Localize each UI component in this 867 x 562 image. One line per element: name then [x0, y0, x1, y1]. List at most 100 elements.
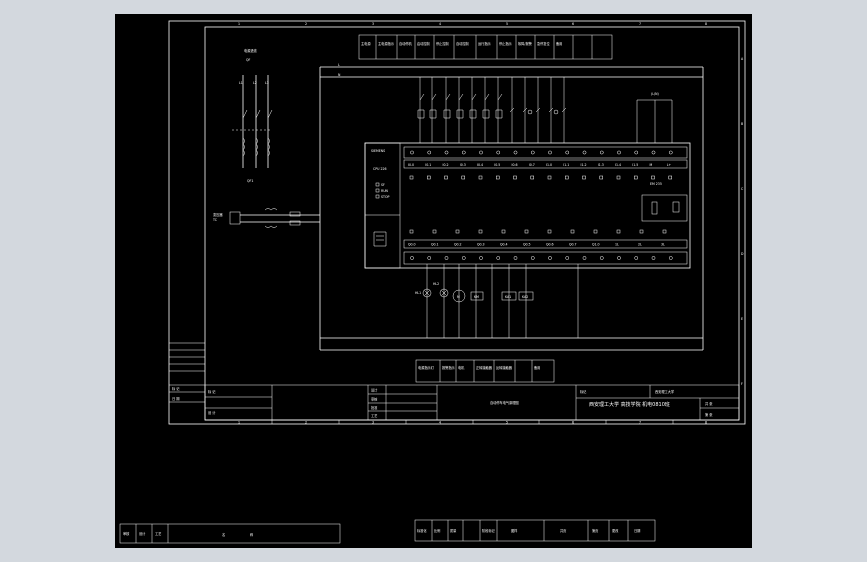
svg-text:SF: SF	[381, 183, 385, 187]
plc-input-terminal	[530, 150, 535, 155]
svg-text:L3: L3	[265, 81, 269, 85]
plc-input-led	[565, 175, 569, 180]
plc-output-led	[478, 229, 483, 234]
tb-title-label: 标记	[580, 389, 587, 394]
svg-text:E: E	[741, 317, 743, 321]
bus-lines: L N	[319, 63, 704, 351]
plc-input-led	[651, 175, 655, 180]
top-header-9: 急停复位	[537, 41, 551, 46]
svg-text:比例: 比例	[434, 528, 440, 533]
load-hl2: HL2	[433, 282, 439, 286]
svg-text:8: 8	[705, 22, 707, 26]
left-label-date: 日 期	[172, 396, 179, 401]
plc-brand: SIEMENS	[371, 149, 385, 153]
plc-input-terminal	[651, 150, 656, 155]
plc-output-led	[662, 229, 667, 234]
plc-output-label: Q0.2	[454, 243, 462, 247]
load-km: KM	[474, 295, 479, 299]
svg-text:6: 6	[572, 22, 574, 26]
transformer: 变压器 TC	[212, 208, 320, 228]
svg-text:7: 7	[639, 22, 641, 26]
plc-input-terminal	[668, 150, 673, 155]
plc-input-terminal	[599, 150, 604, 155]
frame-num-8: 8	[705, 421, 707, 425]
plc-input-label: I0.7	[529, 163, 535, 167]
bottom-header-5: 备用	[534, 365, 540, 370]
plc-input-label: I1.4	[615, 163, 621, 167]
svg-text:工艺: 工艺	[155, 531, 161, 536]
svg-text:B: B	[741, 122, 743, 126]
plc-output-label: Q0.7	[569, 243, 577, 247]
svg-text:4: 4	[439, 22, 441, 26]
bottom-strip-left: 审核 设计 工艺 名 称	[119, 523, 341, 544]
plc-output-terminal	[461, 256, 466, 260]
top-header-10: 备用	[556, 41, 562, 46]
tb-row-review: 审核	[371, 397, 378, 402]
plc-input-led	[599, 175, 603, 180]
plc-output-led	[593, 229, 598, 234]
plc-module-label: EM 235	[650, 182, 662, 186]
svg-text:称: 称	[250, 532, 254, 537]
plc-input-label: I0.4	[477, 163, 483, 167]
svg-text:第页: 第页	[592, 528, 598, 533]
plc-input-led	[444, 175, 448, 180]
plc-output-terminal	[410, 256, 414, 260]
bottom-header-2: 电机	[458, 365, 465, 370]
svg-text:1: 1	[238, 22, 240, 26]
svg-text:L1: L1	[239, 81, 243, 85]
plc-input-label: I0.3	[460, 163, 466, 167]
plc-input-led	[513, 175, 517, 180]
svg-text:STOP: STOP	[381, 195, 389, 199]
power-sublabel: QF	[246, 58, 251, 62]
plc-top-label: (L/N)	[651, 92, 659, 96]
svg-text:图样: 图样	[511, 528, 518, 533]
plc-input-label: L+	[667, 163, 672, 167]
top-header-5: 自动控制	[456, 41, 469, 46]
plc-module: SIEMENS CPU 226 SF RUN STOP EM 235	[364, 142, 691, 269]
plc-input-label: I1.1	[563, 163, 569, 167]
tb-design: 设 计	[208, 410, 216, 415]
plc-input-led	[496, 175, 500, 180]
plc-output-terminal	[634, 256, 639, 260]
plc-input-label: I1.2	[581, 163, 587, 167]
bus-label-n: N	[338, 73, 341, 77]
plc-output-led	[616, 229, 621, 234]
plc-output-terminal	[617, 256, 621, 260]
plc-output-terminal	[444, 256, 449, 260]
bottom-header-3: 正转接触器	[476, 365, 493, 370]
plc-output-label: 3L	[661, 243, 665, 247]
plc-input-led	[616, 175, 621, 180]
svg-text:5: 5	[506, 22, 508, 26]
plc-output-label: Q0.0	[408, 243, 416, 247]
output-loads: HL1 HL2 M KM KA1 KA2	[415, 264, 579, 338]
title-block: 标 记 设 计 设计 审核 批准 工艺 自动停车电气原理图 标记 西安理工大学 …	[204, 384, 740, 421]
load-ka2: KA2	[522, 295, 528, 299]
ln-supply: (L/N)	[636, 92, 673, 143]
outer-frame	[168, 20, 746, 425]
tb-school-short: 西安理工大学	[655, 389, 674, 394]
plc-output-label: Q0.4	[500, 243, 508, 247]
tb-total-sheets: 共 张	[705, 401, 713, 406]
plc-output-terminal	[513, 256, 518, 260]
plc-input-label: I0.2	[443, 163, 449, 167]
plc-output-led	[570, 229, 575, 234]
plc-output-led	[432, 229, 437, 234]
svg-text:共页: 共页	[560, 528, 566, 533]
plc-output-terminal	[548, 256, 552, 260]
plc-input-led	[461, 175, 465, 180]
top-header-4: 停止控制	[436, 41, 449, 46]
bottom-strip-right: 标准化 比例 质量 阶段标记 图样 共页 第页 更改 日期	[414, 519, 656, 542]
plc-input-led	[409, 175, 414, 180]
plc-output-led	[524, 229, 529, 234]
plc-output-label: Q1.0	[592, 243, 600, 247]
tb-mark: 标 记	[208, 389, 216, 394]
plc-output-terminal	[530, 256, 535, 260]
tb-row-process: 工艺	[371, 413, 377, 418]
tb-row-design: 设计	[371, 388, 378, 393]
svg-text:3: 3	[372, 22, 374, 26]
plc-input-label: I0.5	[494, 163, 500, 167]
plc-output-terminal	[668, 256, 673, 260]
plc-input-led	[427, 175, 431, 180]
top-header-2: 自动停机	[399, 41, 413, 46]
